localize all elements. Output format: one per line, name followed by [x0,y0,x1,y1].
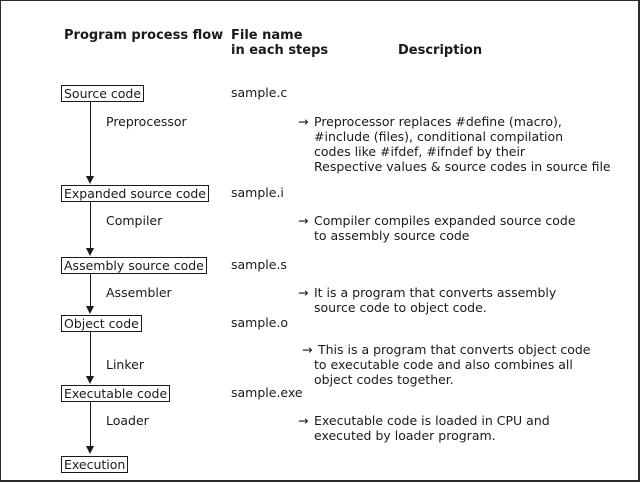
right-arrow-icon: → [298,285,309,300]
description-compiler: →Compiler compiles expanded source code … [298,213,576,243]
header-in-each-steps: in each steps [231,43,329,58]
file-name-expanded: sample.i [231,185,284,200]
stage-box-source-code: Source code [61,85,145,102]
right-arrow-icon: → [298,413,309,428]
process-loader: Loader [106,413,149,428]
header-description: Description [398,43,483,58]
right-arrow-icon: → [302,342,313,357]
flow-line [90,401,91,447]
down-arrow-icon [86,248,94,256]
down-arrow-icon [86,376,94,384]
stage-box-executable-code: Executable code [61,385,171,402]
down-arrow-icon [86,306,94,314]
stage-box-assembly-source-code: Assembly source code [61,257,207,274]
down-arrow-icon [86,176,94,184]
header-file-name: File name [231,28,303,43]
stage-box-expanded-source-code: Expanded source code [61,185,209,202]
process-compiler: Compiler [106,213,163,228]
down-arrow-icon [86,446,94,454]
description-preprocessor: →Preprocessor replaces #define (macro), … [298,114,611,174]
right-arrow-icon: → [298,114,309,129]
stage-box-execution: Execution [61,456,129,473]
flow-line [90,273,91,307]
description-loader: →Executable code is loaded in CPU and ex… [298,413,550,443]
right-arrow-icon: → [298,213,309,228]
file-name-executable: sample.exe [231,385,303,400]
flow-line [90,101,91,177]
stage-box-object-code: Object code [61,315,142,332]
process-assembler: Assembler [106,285,172,300]
file-name-assembly: sample.s [231,257,287,272]
header-program-process-flow: Program process flow [64,28,224,43]
description-assembler: →It is a program that converts assembly … [298,285,557,315]
file-name-source: sample.c [231,85,288,100]
file-name-object: sample.o [231,315,289,330]
process-preprocessor: Preprocessor [106,114,187,129]
description-linker: →This is a program that converts object … [302,342,591,387]
flow-line [90,201,91,249]
process-linker: Linker [106,357,144,372]
flow-line [90,331,91,377]
